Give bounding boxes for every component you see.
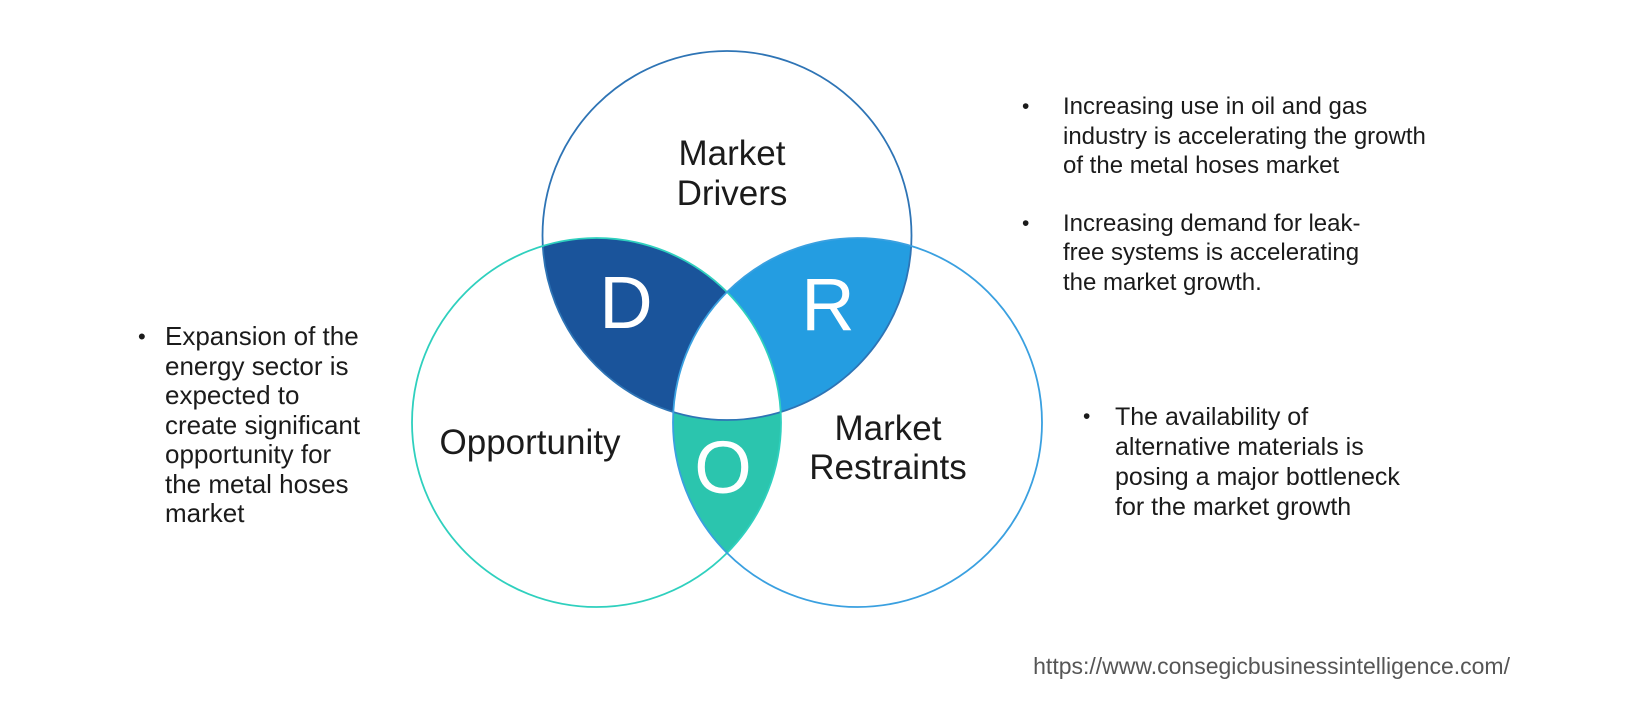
note-restraints: • The availability of alternative materi… — [1083, 402, 1400, 522]
bullet-icon: • — [1022, 95, 1030, 118]
letter-r: R — [801, 263, 855, 346]
source-url: https://www.consegicbusinessintelligence… — [1033, 653, 1510, 679]
label-opportunity: Opportunity — [439, 423, 621, 462]
list-item: • Increasing demand for leak- free syste… — [1022, 209, 1426, 298]
bullet-icon: • — [1022, 211, 1030, 235]
label-market-restraints: Market Restraints — [809, 409, 967, 487]
list-item: • The availability of alternative materi… — [1083, 402, 1400, 522]
letter-o: O — [694, 426, 752, 509]
letter-d: D — [599, 261, 653, 344]
list-item: • Expansion of the energy sector is expe… — [138, 321, 361, 529]
bullet-icon: • — [1083, 405, 1091, 428]
list-item: • Increasing use in oil and gas industry… — [1022, 92, 1426, 181]
bullet-text: Increasing use in oil and gas industry i… — [1063, 93, 1426, 179]
label-market-drivers: Market Drivers — [676, 134, 788, 213]
circle-restraints-outline — [672, 237, 1043, 608]
circle-opportunity-outline — [411, 237, 782, 608]
bullet-text: Expansion of the energy sector is expect… — [165, 321, 361, 528]
circle-drivers-outline — [541, 50, 913, 421]
bullet-text: Increasing demand for leak- free systems… — [1063, 209, 1361, 296]
bullet-icon: • — [138, 324, 146, 349]
note-opportunity: • Expansion of the energy sector is expe… — [138, 321, 361, 529]
region-center — [673, 292, 781, 421]
bullet-text: The availability of alternative material… — [1115, 403, 1400, 521]
note-drivers: • Increasing use in oil and gas industry… — [1022, 92, 1426, 297]
